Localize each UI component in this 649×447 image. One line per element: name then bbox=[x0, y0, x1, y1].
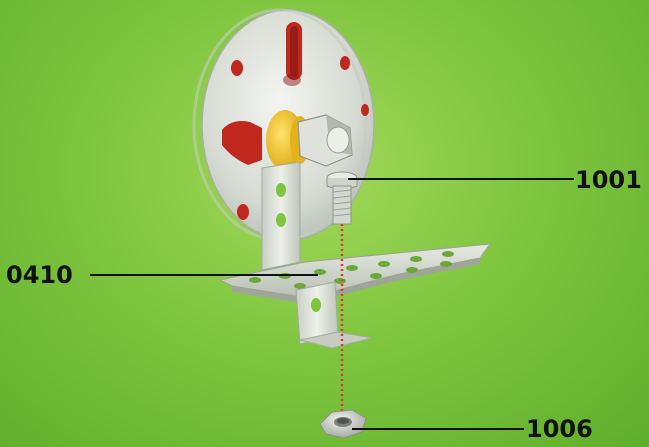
bracket-lower-strip bbox=[296, 282, 372, 348]
hex-nut bbox=[320, 410, 366, 438]
callout-bracket-number: 0410 bbox=[6, 263, 73, 287]
callout-nut-number: 1006 bbox=[526, 417, 593, 441]
callout-bolt-number: 1001 bbox=[575, 168, 642, 192]
bracket-upright bbox=[262, 162, 300, 270]
